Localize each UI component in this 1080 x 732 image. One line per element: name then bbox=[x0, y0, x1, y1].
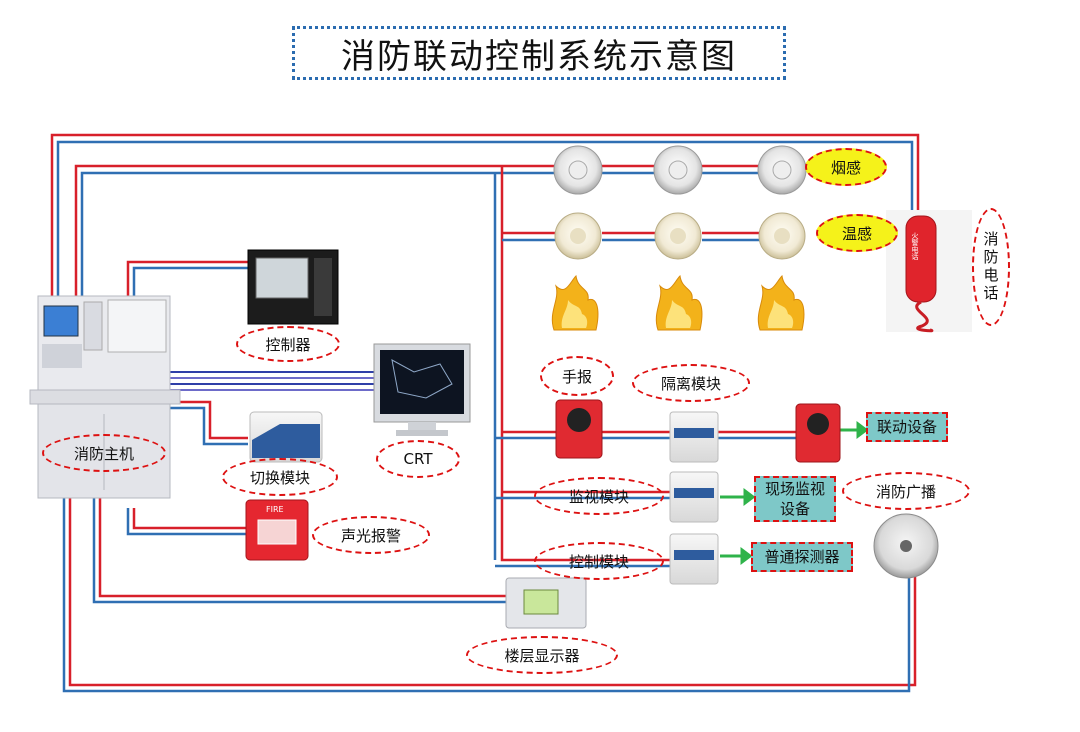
linkage-equipment-box: 联动设备 bbox=[866, 412, 948, 442]
controller-label: 控制器 bbox=[236, 326, 340, 362]
controller-wire bbox=[126, 260, 248, 300]
ordinary-detector-box: 普通探测器 bbox=[751, 542, 853, 572]
floor-display-icon bbox=[505, 577, 587, 629]
title-box: 消防联动控制系统示意图 bbox=[292, 26, 786, 80]
fire-phone-label: 消防电话 bbox=[972, 208, 1010, 326]
floor-display-label: 楼层显示器 bbox=[466, 636, 618, 674]
linkage-call-point-icon bbox=[795, 403, 841, 463]
heat-detector-label: 温感 bbox=[816, 214, 898, 252]
site-monitor-line-2: 设备 bbox=[779, 500, 810, 518]
crt-bus-wire bbox=[170, 371, 376, 391]
fire-phone-icon bbox=[886, 210, 972, 333]
flame-icon bbox=[757, 274, 805, 331]
heat-detector-icon bbox=[654, 212, 702, 260]
floor-display-wire bbox=[92, 495, 506, 604]
broadcast-speaker-icon bbox=[873, 513, 939, 579]
control-module-label: 控制模块 bbox=[534, 542, 664, 580]
flame-icon bbox=[551, 274, 599, 331]
site-monitor-line-1: 现场监视 bbox=[764, 480, 825, 498]
outer-loop-wire bbox=[50, 133, 920, 693]
smoke-detector-icon bbox=[653, 145, 703, 195]
control-module-icon bbox=[669, 533, 719, 585]
broadcast-label: 消防广播 bbox=[842, 472, 970, 510]
page-title: 消防联动控制系统示意图 bbox=[341, 36, 737, 77]
manual-call-point-icon bbox=[555, 399, 603, 459]
green-arrows bbox=[720, 421, 869, 565]
heat-detector-icon bbox=[554, 212, 602, 260]
switch-wire bbox=[170, 400, 248, 446]
fire-host-label: 消防主机 bbox=[42, 434, 166, 472]
smoke-detector-icon bbox=[757, 145, 807, 195]
heat-detector-icon bbox=[758, 212, 806, 260]
site-monitor-box: 现场监视 设备 bbox=[754, 476, 836, 522]
sound-light-alarm-label: 声光报警 bbox=[312, 516, 430, 554]
isolation-module-label: 隔离模块 bbox=[632, 364, 750, 402]
controller-panel-icon bbox=[247, 249, 339, 325]
isolation-module-icon bbox=[669, 411, 719, 463]
crt-label: CRT bbox=[376, 440, 460, 478]
alarm-fire-text: FIRE bbox=[266, 505, 284, 514]
flame-icon bbox=[655, 274, 703, 331]
smoke-detector-label: 烟感 bbox=[805, 148, 887, 186]
crt-monitor-icon bbox=[373, 343, 471, 436]
monitor-module-icon bbox=[669, 471, 719, 523]
smoke-detector-icon bbox=[553, 145, 603, 195]
alarm-wire bbox=[126, 508, 248, 536]
monitor-module-label: 监视模块 bbox=[534, 477, 664, 515]
switch-module-label: 切换模块 bbox=[222, 458, 338, 496]
manual-call-point-label: 手报 bbox=[540, 356, 614, 396]
sound-light-alarm-icon bbox=[245, 499, 309, 561]
phone-text: 火警电话 bbox=[911, 232, 919, 261]
switch-module-icon bbox=[249, 411, 323, 463]
